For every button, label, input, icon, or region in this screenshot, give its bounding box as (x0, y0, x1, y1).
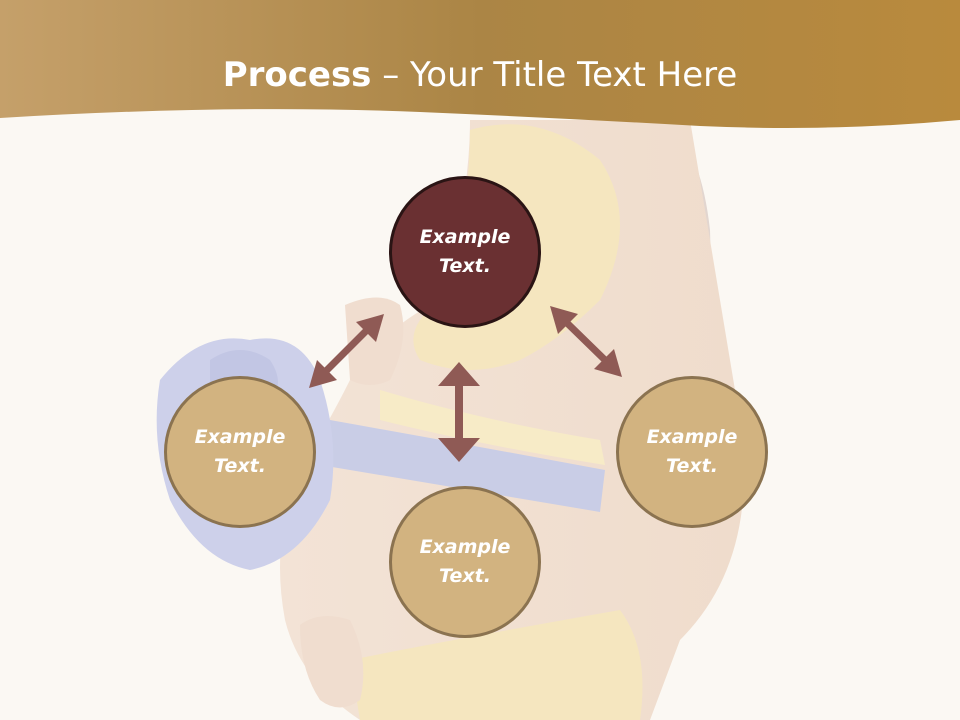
node-bottom: Example Text. (389, 486, 541, 638)
node-left: Example Text. (164, 376, 316, 528)
node-top: Example Text. (389, 176, 541, 328)
arrow-top-right (550, 306, 622, 377)
arrow-vertical (438, 362, 480, 462)
node-bottom-label: Example Text. (419, 536, 511, 587)
header-band (0, 0, 960, 128)
arrow-top-left (309, 314, 384, 388)
node-right: Example Text. (616, 376, 768, 528)
node-right-label: Example Text. (646, 426, 738, 477)
node-top-label: Example Text. (419, 226, 511, 277)
page-title: Process – Your Title Text Here (0, 52, 960, 98)
node-left-label: Example Text. (194, 426, 286, 477)
title-rest: – Your Title Text Here (371, 55, 738, 95)
title-bold: Process (222, 55, 372, 95)
